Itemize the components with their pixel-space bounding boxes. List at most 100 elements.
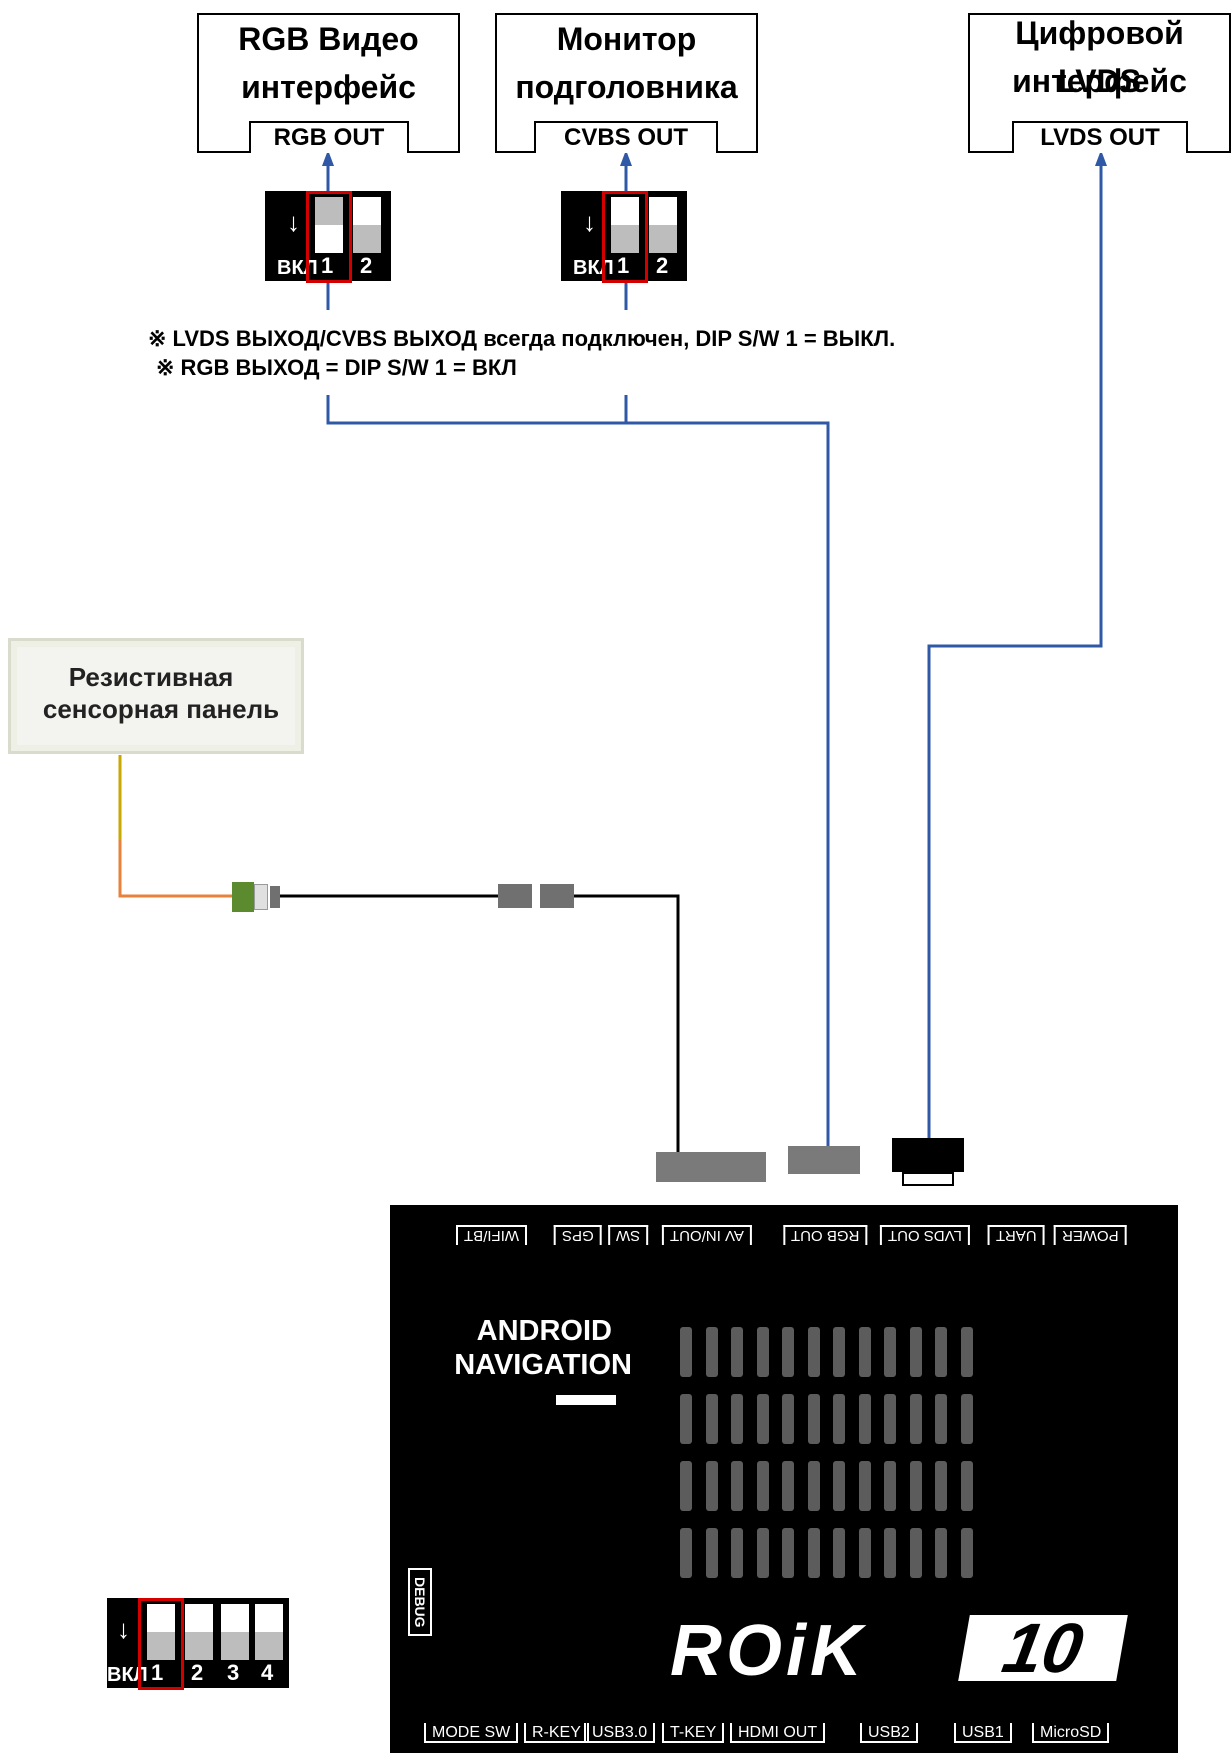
dip4-sw4-label: 4 xyxy=(261,1660,274,1685)
vent-slot xyxy=(756,1461,769,1511)
port-rgb-out: RGB OUT xyxy=(783,1225,868,1245)
wire-rgb-out xyxy=(326,164,830,1150)
dip-sw1-label: 1 xyxy=(321,253,334,278)
dip4-sw-3 xyxy=(221,1604,249,1660)
vent-slot xyxy=(858,1327,871,1377)
dip-sw1-label: 1 xyxy=(617,253,630,278)
vent-slot xyxy=(909,1528,922,1578)
vent-slot xyxy=(858,1394,871,1444)
lvds-out-port-label: LVDS OUT xyxy=(1012,121,1188,153)
vent-slot xyxy=(680,1394,692,1444)
down-arrow-icon: ↓ xyxy=(583,207,596,237)
vent-slot xyxy=(731,1394,743,1444)
vent-slot xyxy=(705,1461,718,1511)
dip4-sw-4 xyxy=(255,1604,283,1660)
lvds-box-title-2: интерфейс xyxy=(1012,63,1187,99)
dip-sw-1 xyxy=(611,197,639,253)
digital-lvds-interface-box: Цифровой LVDS интерфейс LVDS OUT xyxy=(968,13,1231,153)
vent-slot xyxy=(807,1461,820,1511)
touch-connector-white xyxy=(254,884,268,910)
dip-switch-4way: ↓ ВКЛ 1 2 3 4 xyxy=(107,1598,289,1690)
vent-slot xyxy=(935,1528,947,1578)
rgb-video-interface-box: RGB Видео интерфейс RGB OUT xyxy=(197,13,460,153)
arrow-lvds-icon xyxy=(1095,150,1107,166)
android-underline xyxy=(556,1395,616,1405)
vent-slot xyxy=(705,1327,718,1377)
vent-slot xyxy=(935,1394,947,1444)
dip4-sw-1 xyxy=(147,1604,175,1660)
vent-slot xyxy=(833,1528,845,1578)
brand-number-logo: 10 xyxy=(958,1609,1128,1687)
dip4-sw-2 xyxy=(185,1604,213,1660)
port-r-key: R-KEY xyxy=(524,1723,589,1743)
dip-switch-rgb: ↓ ВКЛ 1 2 xyxy=(265,191,391,283)
port-t-key: T-KEY xyxy=(662,1723,725,1743)
port-usb3: USB3.0 xyxy=(584,1723,656,1743)
vent-slot xyxy=(782,1461,794,1511)
dip4-sw2-label: 2 xyxy=(191,1660,204,1685)
vent-slot xyxy=(731,1327,743,1377)
vent-slot xyxy=(960,1461,973,1511)
vent-slot xyxy=(884,1327,896,1377)
rgb-box-title-2: интерфейс xyxy=(241,69,416,105)
vent-slot xyxy=(909,1461,922,1511)
touch-panel-label-2: сенсорная панель xyxy=(42,694,280,724)
debug-port-label: DEBUG xyxy=(408,1568,432,1636)
vent-slot xyxy=(858,1528,871,1578)
vent-slot xyxy=(884,1461,896,1511)
vent-slot xyxy=(705,1528,718,1578)
lvds-box-title-1: Цифровой LVDS xyxy=(1015,15,1184,99)
touch-panel-label-1: Резистивная xyxy=(68,662,234,692)
dip4-sw3-label: 3 xyxy=(227,1660,240,1685)
vent-slot xyxy=(833,1394,845,1444)
brand-logo: ROiK xyxy=(670,1611,866,1691)
port-uart: UART xyxy=(988,1225,1045,1245)
port-lvds-out: LVDS OUT xyxy=(880,1225,970,1245)
cvbs-out-port-label: CVBS OUT xyxy=(534,121,718,153)
touch-connector-green xyxy=(232,882,254,912)
port-power: POWER xyxy=(1054,1225,1127,1245)
vent-slot xyxy=(807,1528,820,1578)
vent-slot xyxy=(756,1394,769,1444)
vent-slot xyxy=(680,1327,692,1377)
note-line-2: ※ RGB ВЫХОД = DIP S/W 1 = ВКЛ xyxy=(156,355,517,380)
vent-slot xyxy=(960,1528,973,1578)
down-arrow-icon: ↓ xyxy=(117,1614,130,1644)
av-in-out-connector xyxy=(656,1152,766,1182)
port-av-in-out: AV IN/OUT xyxy=(662,1225,752,1245)
wire-touch-orange xyxy=(118,840,236,898)
dip-switch-monitor: ↓ ВКЛ 1 2 xyxy=(561,191,687,283)
vent-grille xyxy=(680,1327,990,1587)
rgb-out-connector xyxy=(788,1146,860,1174)
lvds-out-connector-tip xyxy=(902,1172,954,1186)
monitor-box-title-2: подголовника xyxy=(515,69,738,105)
vent-slot xyxy=(807,1394,820,1444)
port-hdmi-out: HDMI OUT xyxy=(730,1723,826,1743)
port-gps: GPS xyxy=(554,1225,602,1245)
vent-slot xyxy=(782,1528,794,1578)
rgb-box-title-1: RGB Видео xyxy=(238,21,419,57)
dip-sw-2 xyxy=(649,197,677,253)
vent-slot xyxy=(960,1394,973,1444)
dip4-on-label: ВКЛ xyxy=(107,1664,148,1686)
vent-slot xyxy=(756,1528,769,1578)
vent-slot xyxy=(680,1461,692,1511)
vent-slot xyxy=(680,1528,692,1578)
vent-slot xyxy=(884,1528,896,1578)
android-label: ANDROID xyxy=(476,1315,612,1347)
navigation-label: NAVIGATION xyxy=(454,1349,632,1381)
port-mode-sw: MODE SW xyxy=(424,1723,519,1743)
vent-slot xyxy=(807,1327,820,1377)
vent-slot xyxy=(833,1461,845,1511)
inline-connector-left xyxy=(498,884,532,908)
vent-slot xyxy=(731,1461,743,1511)
dip4-sw1-label: 1 xyxy=(151,1660,164,1685)
vent-slot xyxy=(705,1394,718,1444)
dip-highlight xyxy=(306,191,352,283)
dip-sw2-label: 2 xyxy=(360,253,373,278)
dip-sw-1 xyxy=(315,197,343,253)
vent-slot xyxy=(935,1461,947,1511)
port-usb1: USB1 xyxy=(954,1723,1012,1743)
port-sw: SW xyxy=(608,1225,649,1245)
